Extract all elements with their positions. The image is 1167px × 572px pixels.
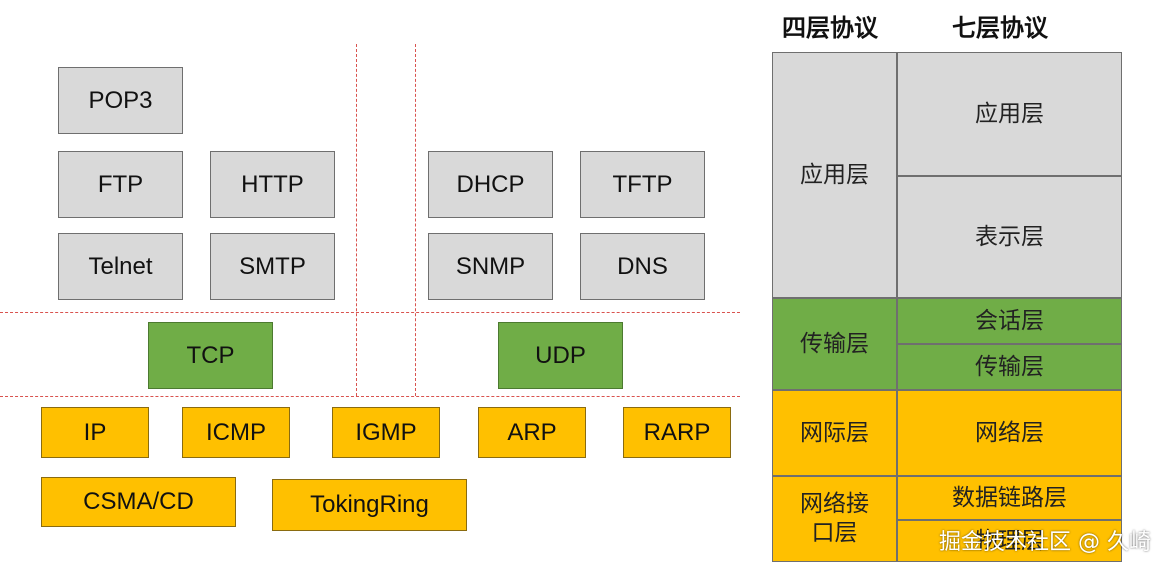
protocol-igmp: IGMP <box>332 407 440 458</box>
protocol-http: HTTP <box>210 151 335 218</box>
seven-layer-data-link: 数据链路层 <box>897 476 1122 520</box>
four-layer-internet: 网际层 <box>772 390 897 476</box>
divider-vertical-right <box>415 44 416 396</box>
four-layer-application: 应用层 <box>772 52 897 298</box>
divider-transport-top <box>0 312 740 313</box>
four-layer-transport: 传输层 <box>772 298 897 390</box>
protocol-udp: UDP <box>498 322 623 389</box>
protocol-pop3: POP3 <box>58 67 183 134</box>
protocol-tftp: TFTP <box>580 151 705 218</box>
header-seven-layer: 七层协议 <box>952 14 1048 42</box>
protocol-tcp: TCP <box>148 322 273 389</box>
seven-layer-transport: 传输层 <box>897 344 1122 390</box>
seven-layer-session: 会话层 <box>897 298 1122 344</box>
protocol-dns: DNS <box>580 233 705 300</box>
protocol-snmp: SNMP <box>428 233 553 300</box>
header-four-layer: 四层协议 <box>782 14 878 42</box>
protocol-smtp: SMTP <box>210 233 335 300</box>
protocol-dhcp: DHCP <box>428 151 553 218</box>
seven-layer-application: 应用层 <box>897 52 1122 176</box>
watermark: 掘金技术社区 @ 久崎 <box>939 530 1151 555</box>
protocol-telnet: Telnet <box>58 233 183 300</box>
protocol-rarp: RARP <box>623 407 731 458</box>
seven-layer-network: 网络层 <box>897 390 1122 476</box>
seven-layer-physical: 物理层 <box>897 520 1122 562</box>
protocol-ip: IP <box>41 407 149 458</box>
divider-vertical-left <box>356 44 357 396</box>
divider-transport-bottom <box>0 396 740 397</box>
protocol-ftp: FTP <box>58 151 183 218</box>
protocol-tokingring: TokingRing <box>272 479 467 531</box>
protocol-icmp: ICMP <box>182 407 290 458</box>
seven-layer-presentation: 表示层 <box>897 176 1122 298</box>
four-layer-network-interface: 网络接 口层 <box>772 476 897 562</box>
protocol-csma-cd: CSMA/CD <box>41 477 236 527</box>
protocol-arp: ARP <box>478 407 586 458</box>
